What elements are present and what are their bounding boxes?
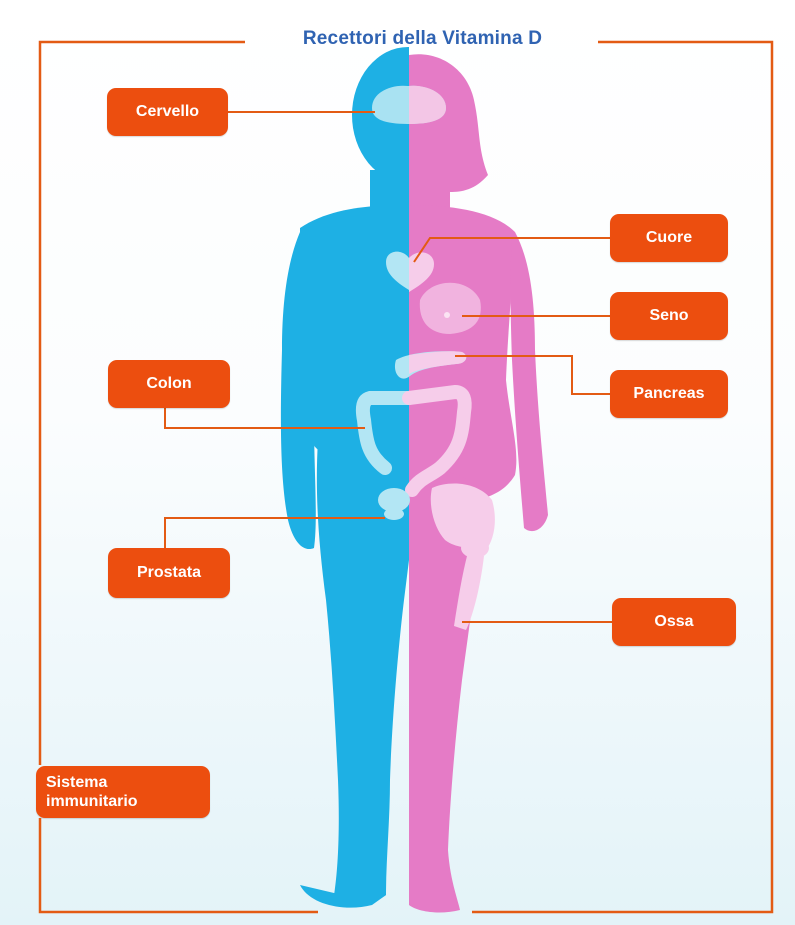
label-prostata: Prostata — [108, 548, 230, 598]
label-colon: Colon — [108, 360, 230, 408]
diagram-title: Recettori della Vitamina D — [250, 28, 595, 50]
label-ossa: Ossa — [612, 598, 736, 646]
label-cervello: Cervello — [107, 88, 228, 136]
label-pancreas: Pancreas — [610, 370, 728, 418]
brain-organ — [372, 86, 446, 124]
label-sistema-line2: immunitario — [46, 792, 138, 811]
female-body-silhouette — [409, 54, 548, 912]
label-cuore: Cuore — [610, 214, 728, 262]
label-sistema-line1: Sistema — [46, 773, 107, 792]
breast-shape — [420, 283, 481, 334]
label-sistema-immunitario: Sistema immunitario — [36, 766, 210, 818]
label-seno: Seno — [610, 292, 728, 340]
